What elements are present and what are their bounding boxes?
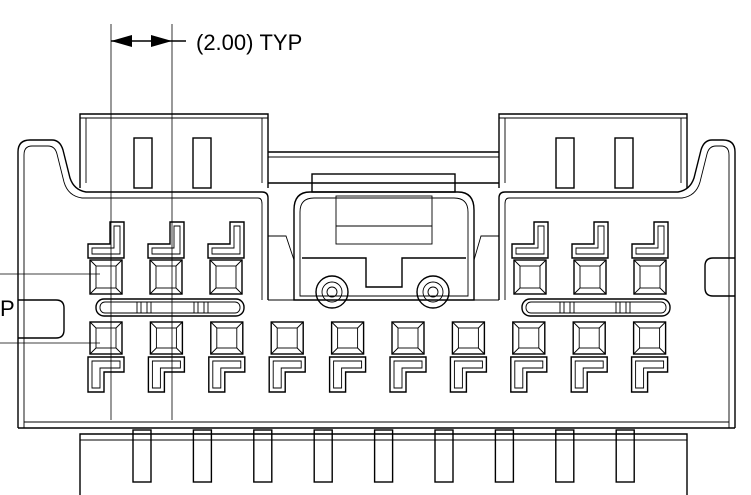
left-slot-bar [95,298,245,317]
top-cavity-left-3 [207,221,245,295]
bottom-cavity-7 [449,321,488,393]
housing-left-edge [17,139,269,428]
pin-2 [192,429,213,483]
bottom-cavity-9 [570,321,608,393]
left-tower-slot-1 [133,137,153,189]
housing-body [17,139,736,429]
pin-9 [615,429,635,483]
bottom-cavity-8 [510,321,548,393]
pin-7 [494,429,515,483]
right-tower-slot-1 [555,137,575,189]
polarization-bars [95,298,671,317]
center-latch [268,173,499,309]
pin-5 [373,429,394,483]
housing-right-edge [498,139,736,428]
bottom-cavity-5 [328,321,367,393]
right-notch [704,257,735,297]
pitch-dimension: (2.00)TYP [110,24,302,420]
top-latch-towers [79,113,688,189]
latch-body [293,191,475,301]
bottom-cavity-1 [87,321,125,393]
left-notch [18,299,65,339]
side-label-group: P [0,273,100,344]
pin-block [79,433,688,495]
pin-1 [132,429,152,483]
pin-4 [313,429,333,483]
left-tower [79,113,269,188]
bottom-cavity-10 [630,321,669,393]
side-label: P [0,296,15,321]
bottom-cavity-3 [208,321,246,393]
arrowhead-right [151,35,172,47]
top-cavity-right-3 [631,221,669,295]
right-slot-bar [521,298,671,317]
top-cavity-right-1 [511,221,549,295]
bottom-pins [132,429,635,483]
top-row-cavities [87,221,669,295]
bottom-cavity-6 [389,321,427,393]
bottom-row-cavities [87,321,669,393]
pin-3 [253,429,273,483]
arrowhead-left [111,35,132,47]
pin-block-outline [79,433,688,495]
pin-8 [555,429,575,483]
left-tower-slot-2 [192,137,212,189]
right-tower [498,113,688,188]
bottom-cavity-2 [147,321,186,393]
latch-hole-left [315,275,349,309]
top-cavity-right-2 [571,221,609,295]
dimension-label: (2.00)TYP [196,30,302,55]
bottom-cavity-4 [268,321,306,393]
pin-6 [434,429,454,483]
right-tower-slot-2 [614,137,634,189]
top-cavity-left-1 [87,221,125,295]
dimension-value: (2.00) [196,30,253,55]
dimension-suffix: TYP [259,30,302,55]
top-cavity-left-2 [147,221,185,295]
latch-hole-right [416,275,450,309]
